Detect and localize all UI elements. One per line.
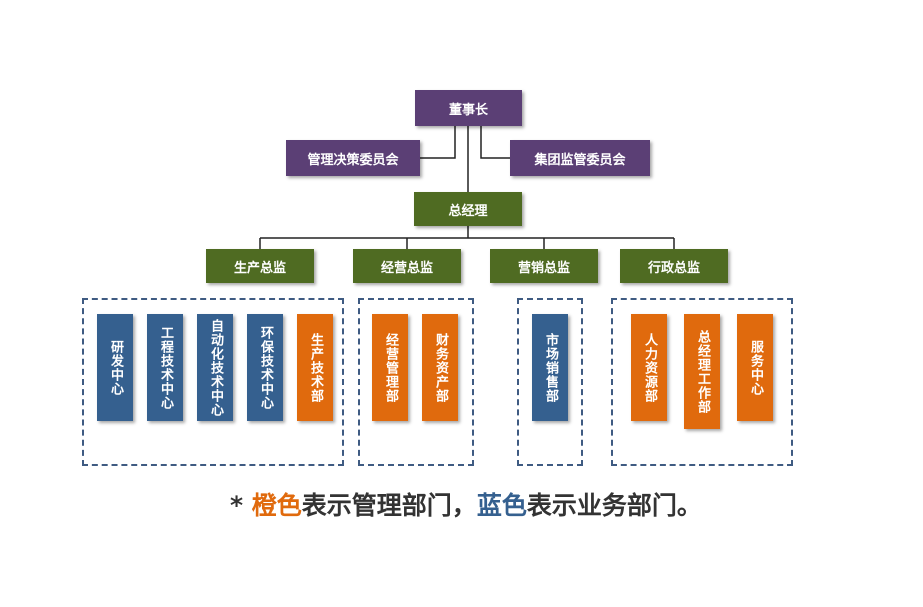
marketing-departments-group [517,298,583,466]
legend-prefix: * [230,491,252,520]
admin-departments-group [611,298,793,466]
gm-office-dept-box: 总经理工作部 [684,314,720,429]
marketing-director-box: 营销总监 [490,249,598,283]
general-manager-box: 总经理 [414,192,522,226]
market-sales-dept-box: 市场销售部 [532,314,568,421]
legend-blue-word: 蓝色 [476,491,527,520]
group-supervision-committee-box: 集团监管委员会 [510,140,650,176]
automation-tech-center-box: 自动化技术中心 [197,314,233,421]
engineering-tech-center-box: 工程技术中心 [147,314,183,421]
finance-assets-dept-box: 财务资产部 [422,314,458,421]
human-resources-dept-box: 人力资源部 [631,314,667,421]
production-director-box: 生产总监 [206,249,314,283]
operations-director-box: 经营总监 [353,249,461,283]
management-decision-committee-box: 管理决策委员会 [286,140,420,176]
legend-orange-text: 表示管理部门， [301,491,477,520]
admin-director-box: 行政总监 [620,249,728,283]
color-legend-note: * 橙色表示管理部门，蓝色表示业务部门。 [230,486,702,522]
environmental-tech-center-box: 环保技术中心 [247,314,283,421]
production-departments-group [82,298,344,466]
production-tech-dept-box: 生产技术部 [297,314,333,421]
chairman-box: 董事长 [415,90,522,126]
rd-center-box: 研发中心 [97,314,133,421]
operations-management-dept-box: 经营管理部 [372,314,408,421]
legend-orange-word: 橙色 [251,491,302,520]
service-center-box: 服务中心 [737,314,773,421]
operations-departments-group [358,298,474,466]
legend-blue-text: 表示业务部门。 [526,491,702,520]
